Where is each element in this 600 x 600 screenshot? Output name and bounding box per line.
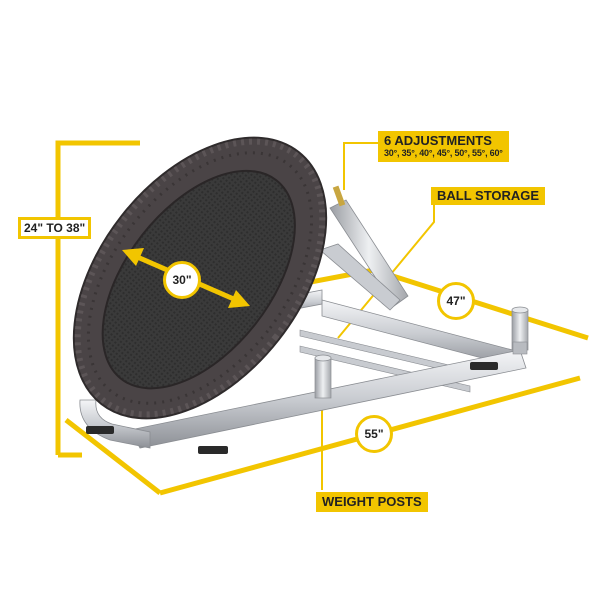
adjustments-title: 6 ADJUSTMENTS [384, 133, 492, 148]
diameter-dimension-value: 30" [172, 273, 192, 287]
length-dimension-value: 55" [364, 427, 384, 441]
adjustments-callout: 6 ADJUSTMENTS 30°, 35°, 40°, 45°, 50°, 5… [378, 131, 509, 162]
weight-posts-label: WEIGHT POSTS [322, 494, 422, 509]
base-frame [79, 289, 527, 454]
height-dimension-value: 24" TO 38" [24, 221, 86, 235]
length-dimension: 55" [355, 415, 393, 453]
adjustments-leader [343, 142, 378, 190]
height-dimension-bracket [55, 140, 140, 458]
width-dimension-value: 47" [446, 294, 466, 308]
weight-post-front [314, 354, 332, 399]
height-dimension: 24" TO 38" [18, 217, 92, 239]
ball-storage-label: BALL STORAGE [437, 188, 540, 203]
width-dimension: 47" [437, 282, 475, 320]
weight-post-rear [511, 306, 529, 355]
ball-storage-callout: BALL STORAGE [431, 187, 546, 205]
diameter-dimension: 30" [163, 261, 201, 299]
adjustment-strut [319, 185, 409, 311]
weight-posts-callout: WEIGHT POSTS [316, 492, 428, 512]
adjustments-angles: 30°, 35°, 40°, 45°, 50°, 55°, 60° [384, 148, 503, 158]
